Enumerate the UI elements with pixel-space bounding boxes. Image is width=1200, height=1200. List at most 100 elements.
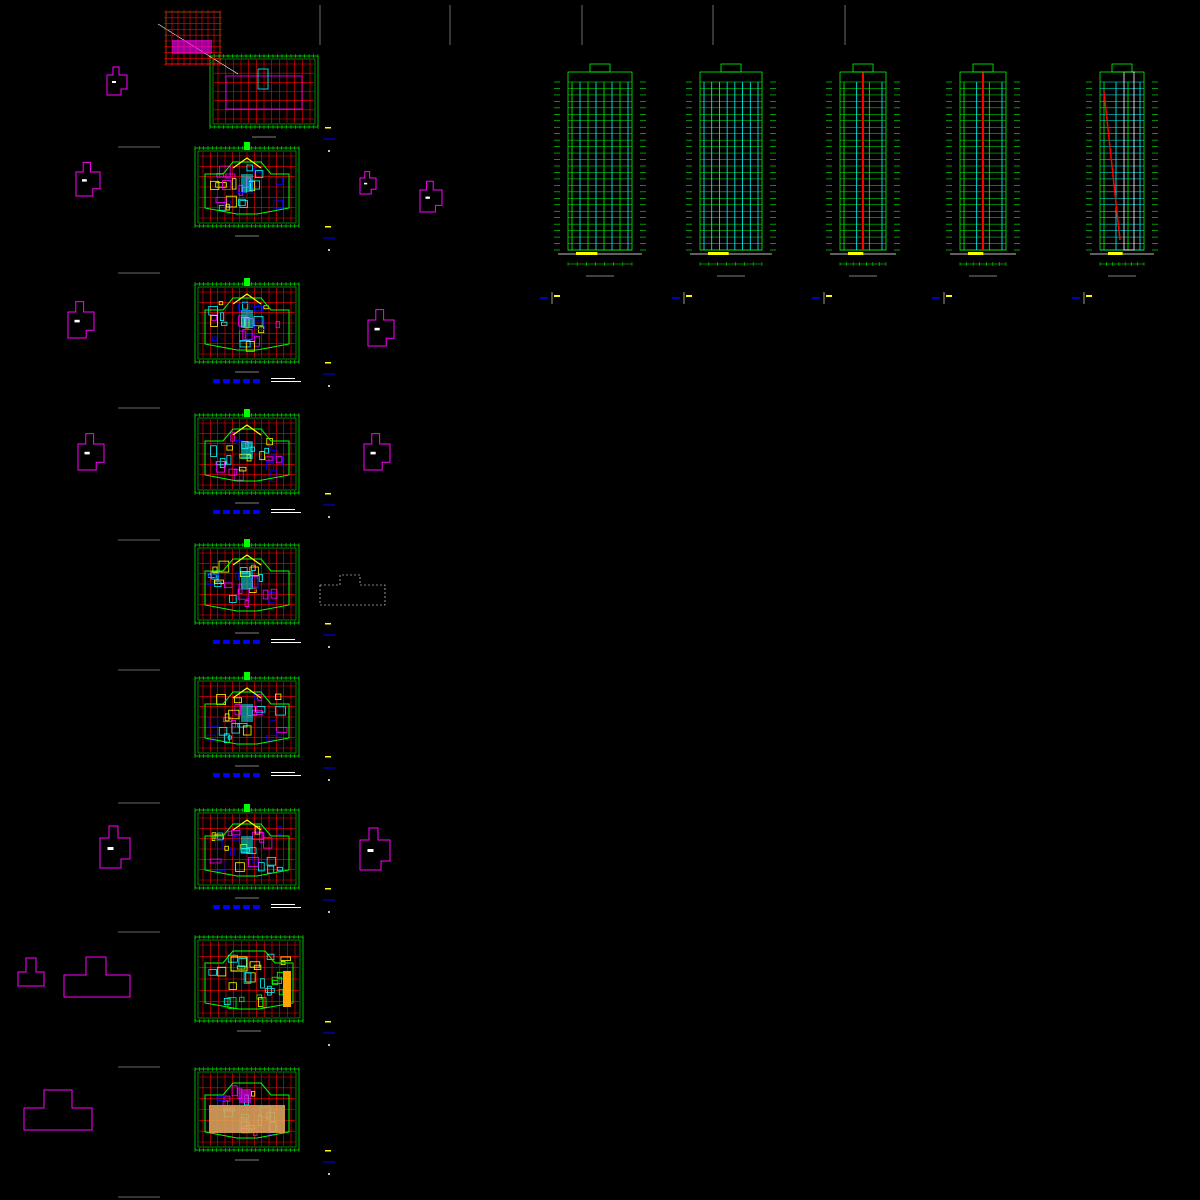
- room-fixture: [218, 560, 230, 573]
- room-fixture: [239, 996, 245, 1003]
- room-fixture: [230, 847, 235, 856]
- room-fixture: [275, 321, 280, 329]
- room-fixture: [228, 982, 237, 991]
- room-fixture: [255, 706, 266, 713]
- note-line: [271, 904, 295, 905]
- room-fixture: [215, 838, 223, 850]
- room-fixture: [212, 336, 217, 341]
- elev-marker: [554, 295, 560, 297]
- entrance: [1108, 252, 1123, 255]
- room-fixture: [219, 165, 231, 178]
- legend-swatch: [243, 510, 250, 514]
- sheet-frame-lines: [118, 5, 846, 1198]
- entrance: [708, 252, 729, 255]
- room-fixture: [277, 825, 282, 835]
- legend-swatch: [233, 379, 240, 383]
- stair-core: [241, 310, 253, 328]
- plan-7: [194, 804, 335, 913]
- room-fixture: [214, 574, 220, 582]
- room-fixture: [270, 588, 278, 599]
- room-fixture: [245, 334, 256, 340]
- key-plan-right-label: [374, 327, 380, 331]
- exterior-wall: [204, 823, 290, 877]
- key-plan-left-label: [82, 179, 87, 182]
- key-plan-small: [17, 957, 45, 987]
- entrance: [576, 252, 598, 255]
- room-fixture: [237, 723, 248, 728]
- room-fixture: [276, 731, 282, 737]
- room-fixture: [238, 198, 246, 207]
- room-fixture: [257, 862, 265, 872]
- room-fixture: [208, 717, 219, 727]
- core-chevron: [232, 293, 262, 305]
- room-fixture: [242, 301, 249, 310]
- note-line: [271, 381, 301, 382]
- note-line: [271, 639, 295, 640]
- scale-marker: [325, 127, 331, 129]
- roof-plan: [157, 10, 335, 152]
- note-line: [271, 378, 295, 379]
- room-fixture: [258, 326, 265, 334]
- plan-3: [194, 278, 335, 387]
- room-fixture: [226, 445, 233, 451]
- room-fixture: [264, 447, 269, 454]
- stair-core: [257, 68, 269, 90]
- room-fixture: [227, 830, 233, 837]
- legend-swatch: [253, 510, 260, 514]
- room-fixture: [234, 704, 241, 716]
- basement-fill: [209, 1105, 285, 1133]
- north-point: [328, 150, 330, 152]
- elev-marker: [1086, 295, 1092, 297]
- stair-core: [241, 704, 253, 722]
- room-fixture: [275, 177, 283, 186]
- key-plan-right: [363, 433, 391, 471]
- room-fixture: [278, 988, 284, 996]
- room-fixture: [216, 1096, 226, 1101]
- room-fixture: [276, 866, 283, 872]
- dimension-frame: [197, 417, 297, 491]
- room-fixture: [207, 573, 217, 578]
- exterior-wall: [204, 161, 290, 215]
- key-plan-right: [419, 180, 443, 213]
- room-fixture: [280, 956, 291, 961]
- exterior-wall: [204, 428, 290, 482]
- room-fixture: [249, 961, 261, 968]
- legend-swatch: [253, 379, 260, 383]
- north-point: [328, 646, 330, 648]
- room-fixture: [210, 180, 220, 190]
- legend-swatch: [223, 773, 230, 777]
- exterior-wall: [204, 558, 290, 612]
- room-fixture: [216, 173, 224, 178]
- room-fixture: [257, 694, 263, 701]
- room-fixture: [231, 178, 237, 190]
- room-fixture: [274, 706, 286, 716]
- room-fixture: [239, 330, 246, 342]
- room-fixture: [262, 997, 267, 1008]
- key-plan-right-label: [367, 849, 374, 852]
- room-fixture: [211, 314, 217, 321]
- room-fixture: [215, 196, 227, 203]
- room-fixture: [239, 200, 248, 208]
- room-fixture: [219, 458, 226, 468]
- exterior-wall: [204, 691, 290, 745]
- legend-swatch: [213, 773, 220, 777]
- room-fixture: [210, 445, 217, 457]
- roof-marker: [244, 804, 250, 812]
- legend-swatch: [233, 510, 240, 514]
- room-fixture: [225, 173, 236, 179]
- legend-swatch: [223, 379, 230, 383]
- room-fixture: [253, 964, 262, 970]
- room-fixture: [208, 969, 217, 976]
- roof-marker: [244, 409, 250, 417]
- room-fixture: [270, 445, 277, 451]
- key-plan-large: [63, 956, 131, 998]
- room-fixture: [220, 312, 225, 321]
- room-fixture: [265, 456, 274, 461]
- room-fixture: [242, 725, 252, 736]
- roof-crown: [852, 63, 874, 73]
- room-fixture: [230, 431, 235, 442]
- elevations-row: [540, 63, 1158, 304]
- legend-swatch: [213, 510, 220, 514]
- room-fixture: [228, 468, 238, 476]
